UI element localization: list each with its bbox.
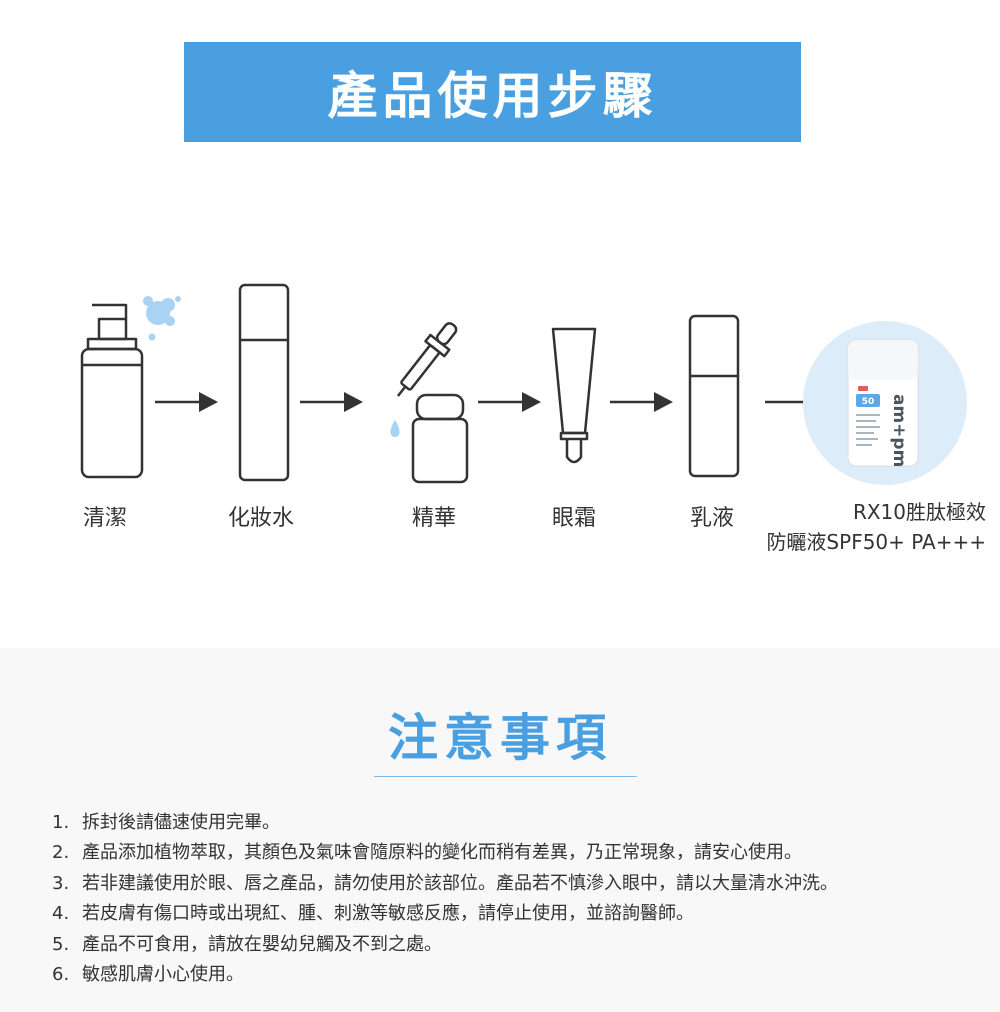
- notes-title: 注意事項: [388, 709, 612, 767]
- step-label-lotion: 乳液: [690, 506, 735, 531]
- step-label-serum: 精華: [412, 506, 457, 531]
- usage-steps-section: 產品使用步驟: [80, 42, 986, 557]
- notes-list: 1.拆封後請儘速使用完畢。 2.產品添加植物萃取，其顏色及氣味會隨原料的變化而稍…: [52, 808, 838, 990]
- steps-title: 產品使用步驟: [327, 67, 658, 125]
- arrow-right-icon: [610, 392, 673, 412]
- list-item: 3.若非建議使用於眼、唇之產品，請勿使用於該部位。產品若不慎滲入眼中，請以大量清…: [52, 872, 838, 894]
- step-label-toner: 化妝水: [228, 506, 295, 531]
- step-label-eye-cream: 眼霜: [552, 506, 597, 531]
- final-product-spf: 防曬液SPF50+ PA+++: [766, 530, 986, 554]
- steps-banner: 產品使用步驟: [184, 42, 801, 142]
- final-product-name: RX10胜肽極效: [852, 500, 986, 524]
- list-item: 1.拆封後請儘速使用完畢。: [52, 812, 280, 833]
- brand-logo: am+pm: [889, 394, 909, 467]
- sunscreen-product-image: 50 am+pm: [803, 321, 967, 485]
- eye-cream-tube-icon: [551, 327, 597, 464]
- final-product-label: RX10胜肽極效 防曬液SPF50+ PA+++: [766, 497, 986, 557]
- spf-badge: 50: [862, 397, 875, 407]
- list-item: 6.敏感肌膚小心使用。: [52, 964, 244, 986]
- arrow-right-icon: [300, 392, 363, 412]
- step-label-cleanse: 清潔: [83, 506, 128, 531]
- list-item: 4.若皮膚有傷口時或出現紅、腫、刺激等敏感反應，請停止使用，並諮詢醫師。: [52, 903, 694, 925]
- notes-divider: [374, 776, 637, 777]
- arrow-right-icon: [155, 392, 218, 412]
- dropper-serum-icon: [390, 322, 469, 484]
- arrow-right-icon: [478, 392, 541, 412]
- pump-bottle-icon: [80, 296, 181, 479]
- list-item: 5.產品不可食用，請放在嬰幼兒觸及不到之處。: [52, 933, 442, 955]
- lotion-bottle-icon: [688, 314, 740, 478]
- toner-bottle-icon: [238, 283, 290, 482]
- list-item: 2.產品添加植物萃取，其顏色及氣味會隨原料的變化而稍有差異，乃正常現象，請安心使…: [52, 842, 802, 864]
- notes-section: 注意事項 1.拆封後請儘速使用完畢。 2.產品添加植物萃取，其顏色及氣味會隨原料…: [0, 648, 1000, 1012]
